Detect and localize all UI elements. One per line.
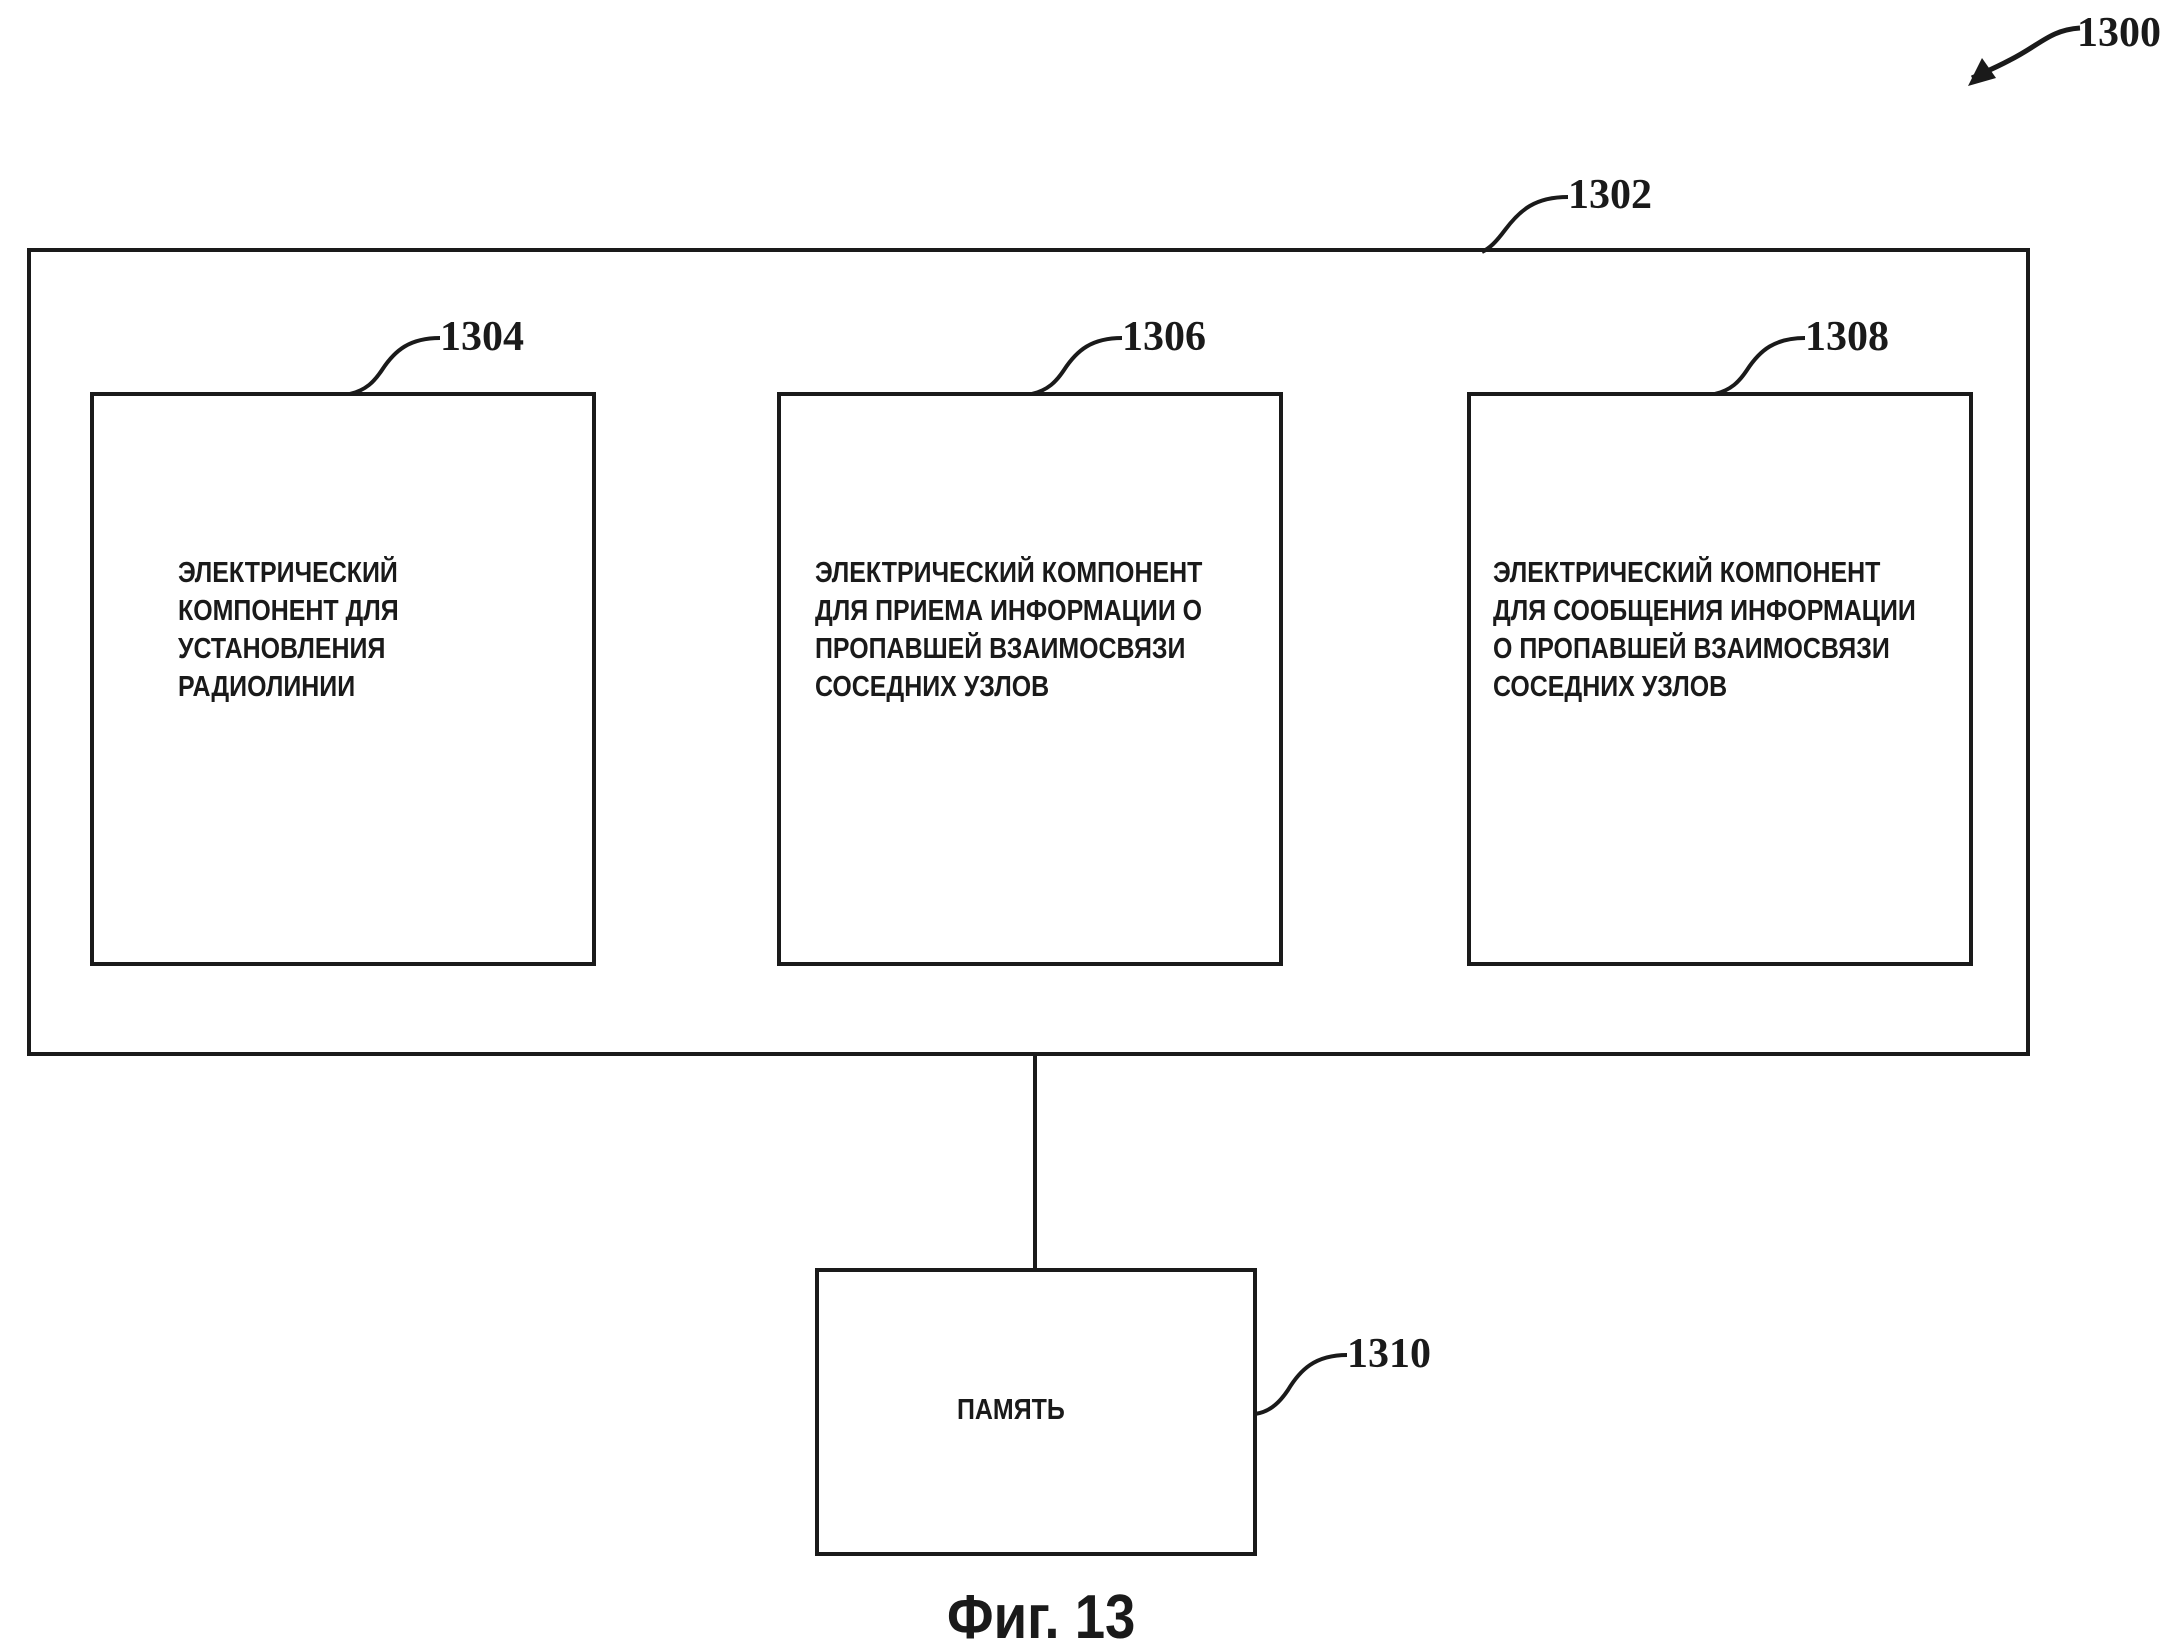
component-text-line: ПРОПАВШЕЙ ВЗАИМОСВЯЗИ	[815, 633, 1186, 665]
component-text-line: УСТАНОВЛЕНИЯ	[178, 633, 386, 665]
component-text-report-info: ЭЛЕКТРИЧЕСКИЙ КОМПОНЕНТ ДЛЯ СООБЩЕНИЯ ИН…	[1493, 554, 1916, 706]
ref-1300-arrowhead	[1968, 58, 1996, 86]
component-box-report-info	[1467, 392, 1973, 966]
figure-caption: Фиг. 13	[947, 1583, 1136, 1652]
component-text-line: ЭЛЕКТРИЧЕСКИЙ КОМПОНЕНТ	[815, 557, 1203, 589]
ref-1310-leader	[1254, 1353, 1348, 1416]
container-box	[27, 248, 2030, 1056]
component-text-line: ДЛЯ ПРИЕМА ИНФОРМАЦИИ О	[815, 595, 1203, 627]
component-box-radio-link	[90, 392, 596, 966]
ref-1306-leader	[1031, 336, 1123, 396]
component-text-line: СОСЕДНИХ УЗЛОВ	[815, 671, 1050, 703]
ref-label-1308: 1308	[1805, 314, 1889, 360]
ref-1302-leader	[1481, 195, 1569, 254]
component-text-line: РАДИОЛИНИИ	[178, 671, 356, 703]
component-text-line: ЭЛЕКТРИЧЕСКИЙ	[178, 557, 398, 589]
ref-label-1310: 1310	[1347, 1331, 1431, 1377]
ref-1304-leader	[349, 336, 441, 396]
component-text-line: ЭЛЕКТРИЧЕСКИЙ КОМПОНЕНТ	[1493, 557, 1881, 589]
ref-label-1302: 1302	[1568, 172, 1652, 218]
component-text-line: ДЛЯ СООБЩЕНИЯ ИНФОРМАЦИИ	[1493, 595, 1916, 627]
memory-box	[815, 1268, 1257, 1556]
ref-label-1306: 1306	[1122, 314, 1206, 360]
memory-label: ПАМЯТЬ	[957, 1394, 1065, 1426]
ref-label-1300: 1300	[2077, 10, 2161, 56]
ref-label-1304: 1304	[440, 314, 524, 360]
component-text-receive-info: ЭЛЕКТРИЧЕСКИЙ КОМПОНЕНТ ДЛЯ ПРИЕМА ИНФОР…	[815, 554, 1202, 706]
component-text-radio-link: ЭЛЕКТРИЧЕСКИЙ КОМПОНЕНТ ДЛЯ УСТАНОВЛЕНИЯ…	[178, 554, 399, 706]
ref-1308-leader	[1714, 336, 1806, 396]
component-box-receive-info	[777, 392, 1283, 966]
component-text-line: СОСЕДНИХ УЗЛОВ	[1493, 671, 1728, 703]
component-text-line: О ПРОПАВШЕЙ ВЗАИМОСВЯЗИ	[1493, 633, 1890, 665]
component-text-line: КОМПОНЕНТ ДЛЯ	[178, 595, 399, 627]
